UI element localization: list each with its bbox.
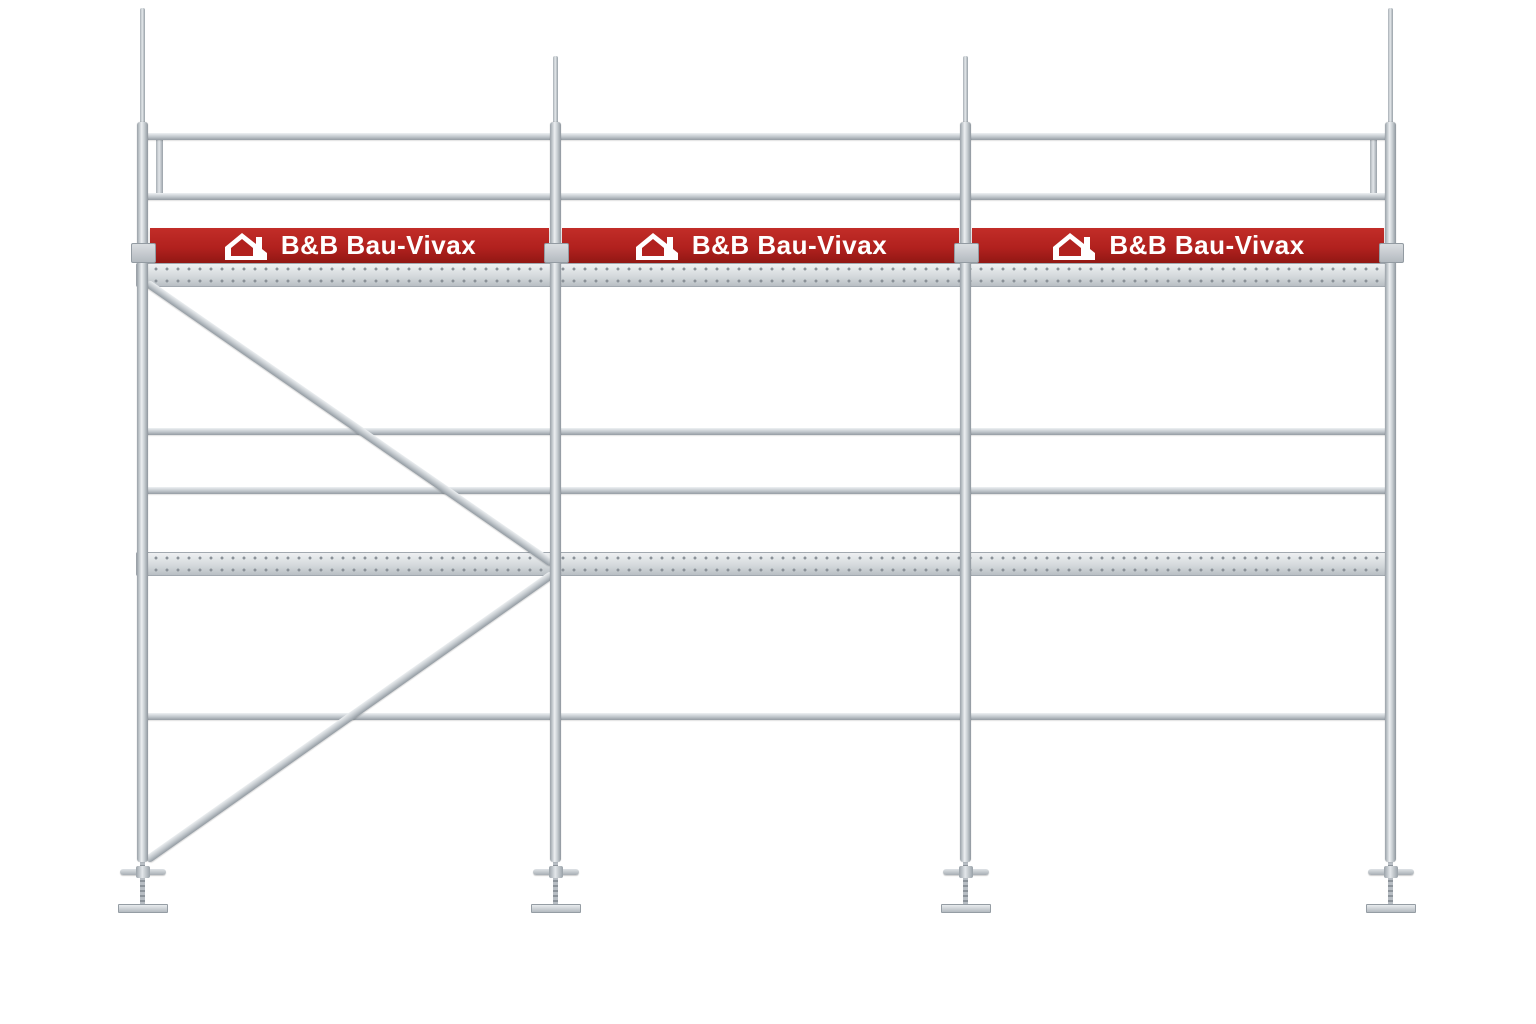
brand-logo-icon — [224, 233, 267, 260]
coupler-plate — [131, 243, 156, 263]
banner-board: B&B Bau-Vivax — [562, 228, 959, 264]
coupler-plate — [1379, 243, 1404, 263]
scaffold-post — [550, 122, 561, 862]
deck-perforations — [143, 279, 1389, 283]
guardrail-top — [139, 133, 1394, 140]
base-plate — [941, 904, 991, 913]
jack-nut — [1384, 866, 1398, 878]
banner-brand-text: B&B Bau-Vivax — [280, 229, 477, 260]
brand-logo-icon — [1053, 233, 1096, 260]
scaffold-post — [137, 122, 148, 862]
end-guard-stub — [1370, 133, 1377, 200]
deck-perforations — [143, 568, 1389, 572]
brand-logo-icon — [635, 233, 678, 260]
deck-perforations — [143, 556, 1389, 560]
diagonal-brace-upper — [144, 279, 556, 568]
guardrail-mid-lower — [139, 487, 1394, 494]
guardrail-upper — [139, 193, 1394, 200]
guardrail-lower — [139, 713, 1394, 720]
coupler-plate — [544, 243, 569, 263]
jack-threaded-rod — [553, 852, 558, 908]
base-plate — [1366, 904, 1416, 913]
post-spigot-pin — [140, 8, 145, 128]
base-plate — [531, 904, 581, 913]
banner-brand-text: B&B Bau-Vivax — [691, 229, 888, 260]
jack-threaded-rod — [963, 852, 968, 908]
deck-platform-mid — [136, 552, 1396, 576]
banner-board: B&B Bau-Vivax — [150, 228, 549, 264]
post-spigot-pin — [1388, 8, 1393, 128]
jack-nut — [549, 866, 563, 878]
banner-board: B&B Bau-Vivax — [972, 228, 1384, 264]
jack-nut — [136, 866, 150, 878]
post-spigot-pin — [553, 56, 558, 128]
scaffold-post — [960, 122, 971, 862]
end-guard-stub — [156, 133, 163, 200]
banner-brand-text: B&B Bau-Vivax — [1109, 229, 1305, 260]
deck-perforations — [143, 267, 1389, 271]
jack-threaded-rod — [140, 852, 145, 908]
post-spigot-pin — [963, 56, 968, 128]
guardrail-mid-upper — [139, 428, 1394, 435]
jack-threaded-rod — [1388, 852, 1393, 908]
jack-nut — [959, 866, 973, 878]
coupler-plate — [954, 243, 979, 263]
base-plate — [118, 904, 168, 913]
deck-platform-top — [136, 263, 1396, 287]
scaffold-post — [1385, 122, 1396, 862]
